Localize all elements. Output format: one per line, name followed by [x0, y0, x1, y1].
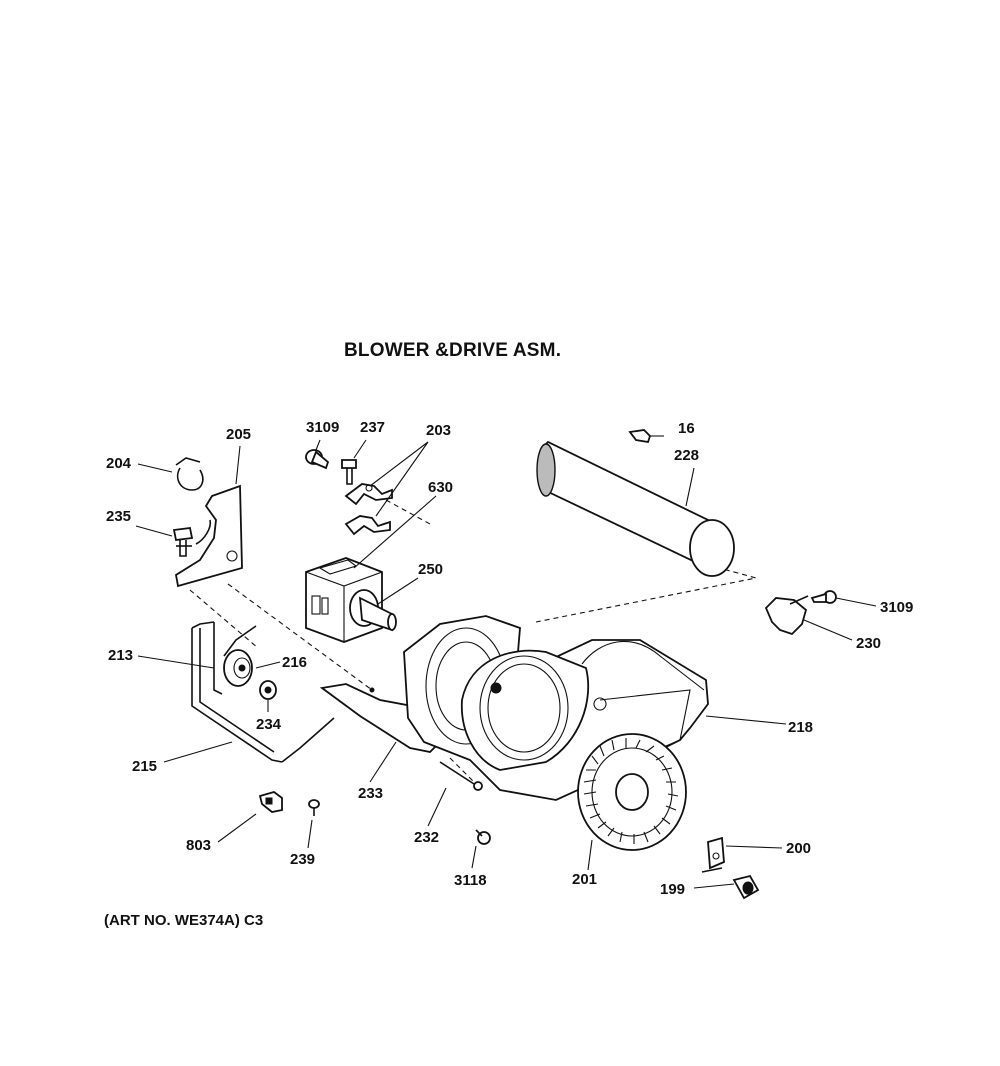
part-218-ring — [460, 649, 590, 771]
callout-3109: 3109 — [306, 419, 340, 436]
art-number: (ART NO. WE374A) C3 — [104, 912, 264, 929]
part-234-nut — [259, 680, 277, 700]
callout-803: 803 — [186, 837, 212, 854]
part-3109-bulb-right — [810, 590, 837, 604]
part-228-duct — [536, 440, 735, 577]
part-215-wire — [281, 717, 335, 763]
diagram-title: BLOWER &DRIVE ASM. — [344, 340, 562, 361]
part-205-bracket — [175, 484, 243, 588]
callout-218: 218 — [788, 719, 814, 736]
callout-3109-right: 3109 — [880, 599, 914, 616]
callout-200: 200 — [786, 840, 812, 857]
callout-235: 235 — [106, 508, 132, 525]
callout-630: 630 — [428, 479, 454, 496]
callout-205: 205 — [226, 426, 252, 443]
part-16-screw — [628, 429, 652, 444]
part-199-plug — [732, 874, 760, 900]
callout-3118: 3118 — [454, 872, 487, 889]
callout-201: 201 — [572, 871, 598, 888]
callout-203: 203 — [426, 422, 452, 439]
callout-16: 16 — [678, 420, 695, 437]
callout-228: 228 — [674, 447, 700, 464]
part-3118-screw — [475, 829, 491, 845]
callout-215: 215 — [132, 758, 158, 775]
part-201-wheel — [577, 733, 687, 851]
callout-216: 216 — [282, 654, 308, 671]
part-232-screw — [439, 761, 483, 791]
callout-199: 199 — [660, 881, 686, 898]
callout-237: 237 — [360, 419, 386, 436]
part-803-connector — [258, 791, 283, 813]
part-237-screw — [341, 459, 357, 485]
callout-239: 239 — [290, 851, 316, 868]
part-3109-bulb — [305, 449, 330, 470]
part-239-screw — [308, 799, 320, 816]
part-213-bracket — [191, 621, 283, 763]
part-200-bracket — [701, 836, 725, 873]
callout-213: 213 — [108, 647, 134, 664]
callout-234: 234 — [256, 716, 282, 733]
part-203-clips — [344, 483, 393, 536]
part-230-holder — [764, 595, 809, 636]
callout-230: 230 — [856, 635, 882, 652]
callout-232: 232 — [414, 829, 440, 846]
leader-lines — [135, 435, 877, 889]
callout-250: 250 — [418, 561, 444, 578]
part-250-motor — [305, 557, 397, 643]
part-204-clip — [175, 457, 204, 491]
part-216-pulley — [223, 625, 257, 687]
part-235-screw — [172, 527, 194, 557]
callout-233: 233 — [358, 785, 384, 802]
callout-204: 204 — [106, 455, 132, 472]
